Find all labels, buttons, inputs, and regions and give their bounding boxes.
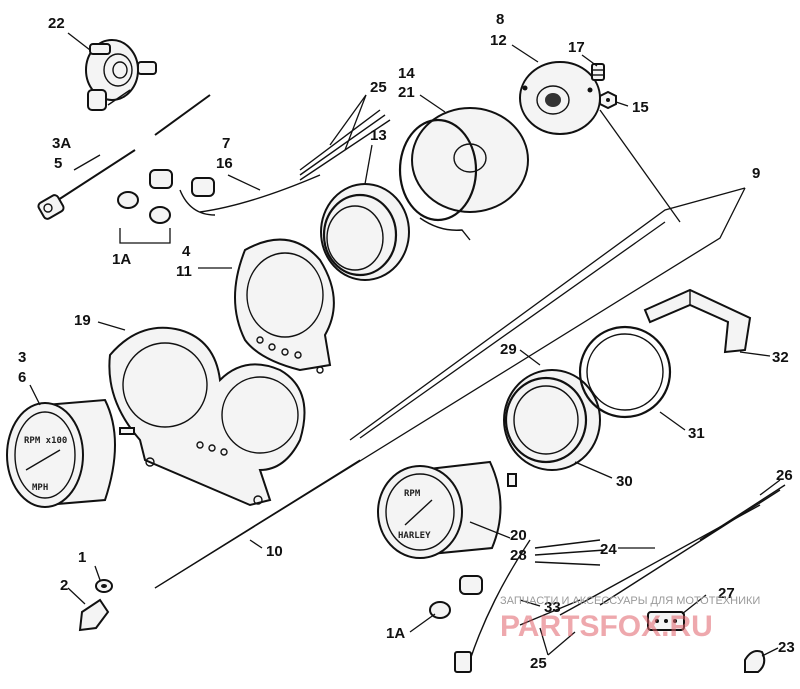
bulb-socket-bottom-icon bbox=[429, 575, 483, 619]
callout-20: 20 bbox=[510, 527, 527, 544]
callout-27: 27 bbox=[718, 585, 735, 602]
cable-clip-icon bbox=[744, 650, 766, 673]
callout-26: 26 bbox=[776, 467, 793, 484]
lens-ring-icon bbox=[578, 325, 672, 419]
callout-32: 32 bbox=[772, 349, 789, 366]
bezel-icon bbox=[503, 369, 601, 471]
callout-17: 17 bbox=[568, 39, 585, 56]
watermark-tagline: ЗАПЧАСТИ И АКСЕССУАРЫ ДЛЯ МОТОТЕХНИКИ bbox=[500, 595, 760, 607]
washer-icon bbox=[95, 579, 113, 593]
group-separator-lines bbox=[154, 109, 746, 589]
callout-13: 13 bbox=[370, 127, 387, 144]
callout-10: 10 bbox=[266, 543, 283, 560]
callout-14: 14 bbox=[398, 65, 415, 82]
leader-lines bbox=[29, 32, 781, 657]
angle-bracket-icon bbox=[643, 288, 752, 354]
speedometer-drive-unit-icon bbox=[85, 39, 157, 111]
callout-8: 8 bbox=[496, 11, 504, 28]
lamp-holder-icon bbox=[78, 598, 110, 632]
callout-22: 22 bbox=[48, 15, 65, 32]
tachometer-gauge-icon: RPM HARLEY bbox=[377, 460, 517, 559]
callout-28: 28 bbox=[510, 547, 527, 564]
callout-15: 15 bbox=[632, 99, 649, 116]
gauge-housing-cup-icon bbox=[398, 107, 529, 241]
speedometer-dial-bottom: MPH bbox=[32, 483, 48, 493]
callout-6: 6 bbox=[18, 369, 26, 386]
cable-end-icon bbox=[37, 149, 136, 220]
callout-30: 30 bbox=[616, 473, 633, 490]
single-gauge-bracket-icon bbox=[234, 238, 335, 374]
watermark: ЗАПЧАСТИ И АКСЕССУАРЫ ДЛЯ МОТОТЕХНИКИ PA… bbox=[500, 595, 760, 643]
callout-1: 1 bbox=[78, 549, 86, 566]
callout-19: 19 bbox=[74, 312, 91, 329]
callout-31: 31 bbox=[688, 425, 705, 442]
nut-icon bbox=[599, 90, 617, 110]
callout-labels: 22 8 12 17 15 14 21 25 3A 5 7 16 13 9 1A… bbox=[18, 11, 795, 672]
callout-29: 29 bbox=[500, 341, 517, 358]
callout-7: 7 bbox=[222, 135, 230, 152]
callout-21: 21 bbox=[398, 84, 415, 101]
dual-gauge-bracket-icon bbox=[108, 326, 306, 507]
callout-9: 9 bbox=[752, 165, 760, 182]
callout-1a-bottom: 1A bbox=[386, 625, 405, 642]
clip-ring-icon bbox=[320, 183, 410, 281]
callout-16: 16 bbox=[216, 155, 233, 172]
callout-4: 4 bbox=[182, 243, 191, 260]
tachometer-dial-brand: HARLEY bbox=[398, 531, 431, 541]
callout-33: 33 bbox=[544, 599, 561, 616]
connector-block-icon bbox=[647, 611, 685, 631]
screw-icon bbox=[591, 63, 605, 81]
mounting-plate-icon bbox=[519, 61, 601, 135]
callout-3: 3 bbox=[18, 349, 26, 366]
wiring-harness-upper-icon bbox=[179, 109, 391, 216]
speedometer-gauge-icon: RPM x100 MPH bbox=[6, 398, 135, 508]
speedometer-dial-top: RPM x100 bbox=[24, 436, 67, 446]
watermark-brand: PARTSFOX.RU bbox=[500, 610, 713, 643]
callout-24: 24 bbox=[600, 541, 617, 558]
tachometer-dial-top: RPM bbox=[404, 489, 421, 499]
callout-12: 12 bbox=[490, 32, 507, 49]
wiring-harness-lower-icon bbox=[454, 484, 786, 673]
callout-25-top: 25 bbox=[370, 79, 387, 96]
callout-1a-top: 1A bbox=[112, 251, 131, 268]
callout-23: 23 bbox=[778, 639, 795, 656]
callout-5: 5 bbox=[54, 155, 62, 172]
callout-2: 2 bbox=[60, 577, 68, 594]
callout-25-bottom: 25 bbox=[530, 655, 547, 672]
cable-core-icon bbox=[107, 89, 211, 136]
bulb-socket-top-icon bbox=[117, 169, 215, 224]
callout-3a: 3A bbox=[52, 135, 71, 152]
callout-11: 11 bbox=[176, 263, 192, 280]
